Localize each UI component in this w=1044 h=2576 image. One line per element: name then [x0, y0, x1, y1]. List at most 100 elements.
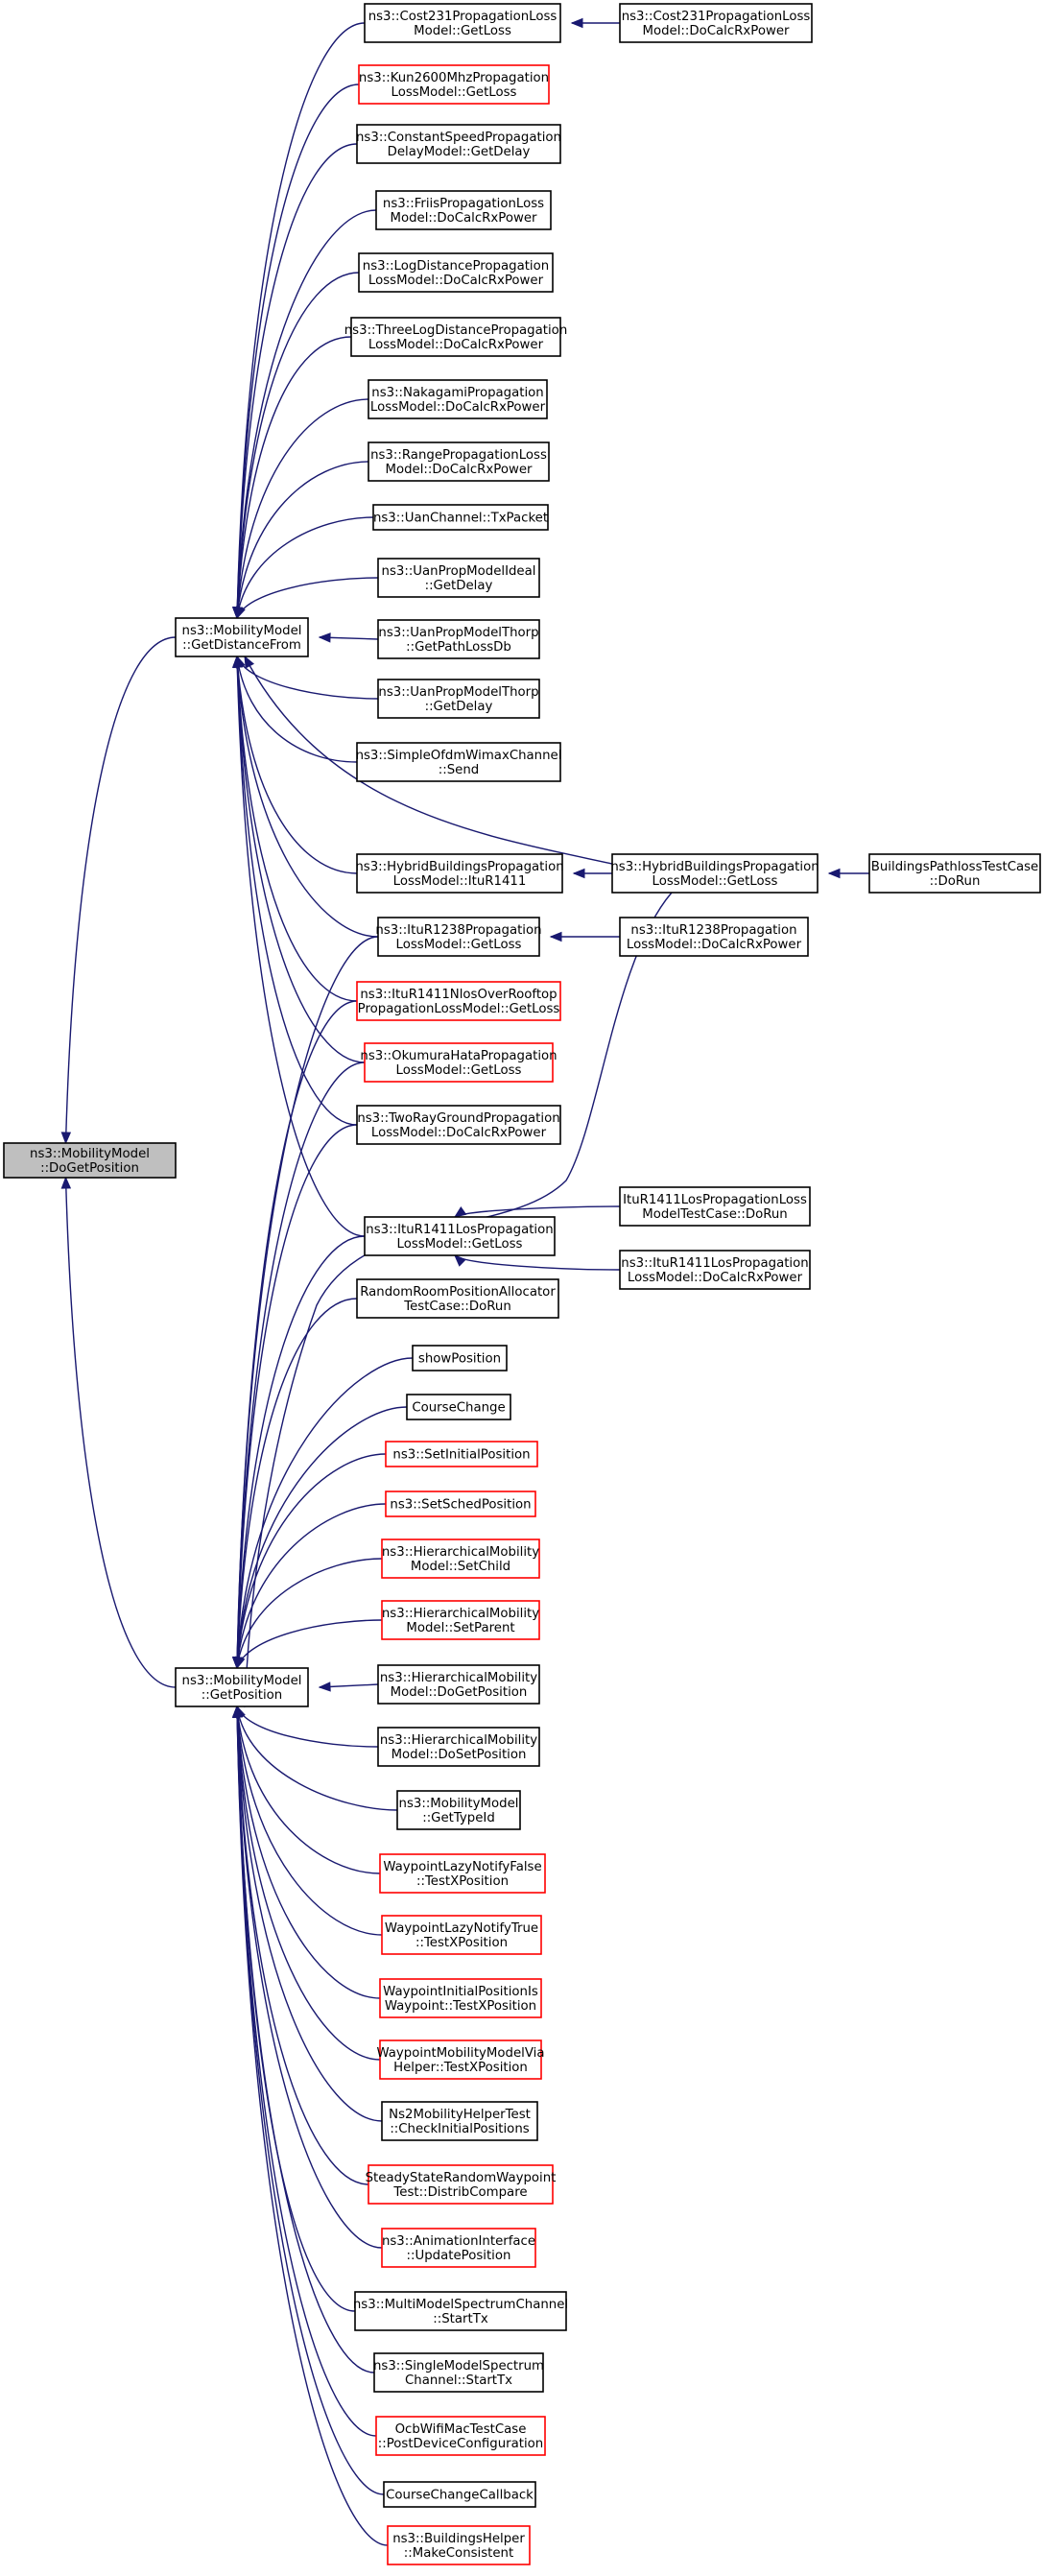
node-box[interactable] [356, 742, 561, 782]
function-node[interactable]: ns3::HierarchicalMobilityModel::SetParen… [381, 1600, 540, 1640]
node-box[interactable] [375, 2416, 546, 2456]
node-box[interactable] [385, 1491, 536, 1517]
node-box[interactable] [381, 2101, 538, 2141]
node-box[interactable] [356, 1278, 559, 1319]
node-box[interactable] [619, 1186, 811, 1227]
function-node[interactable]: ns3::SimpleOfdmWimaxChannel::Send [356, 742, 562, 782]
function-node[interactable]: ns3::MobilityModel::GetDistanceFrom [175, 617, 309, 657]
function-node[interactable]: ns3::SetSchedPosition [385, 1491, 536, 1517]
function-node[interactable]: ns3::BuildingsHelper::MakeConsistent [387, 2525, 531, 2565]
function-node[interactable]: ns3::MobilityModel::GetTypeId [396, 1790, 521, 1830]
node-box[interactable] [381, 1600, 540, 1640]
node-box[interactable] [350, 317, 561, 357]
node-box[interactable] [379, 1853, 546, 1894]
node-box[interactable] [377, 558, 540, 598]
function-node[interactable]: ns3::Cost231PropagationLossModel::GetLos… [364, 3, 561, 43]
node-box[interactable] [175, 1667, 309, 1707]
node-box[interactable] [412, 1345, 508, 1371]
function-node[interactable]: ns3::AnimationInterface::UpdatePosition [381, 2228, 536, 2268]
node-box[interactable] [356, 1105, 561, 1145]
function-node[interactable]: ns3::ItuR1238PropagationLossModel::GetLo… [375, 917, 542, 957]
node-box[interactable] [383, 2481, 536, 2508]
function-node[interactable]: ns3::HybridBuildingsPropagationLossModel… [355, 853, 564, 894]
node-box[interactable] [175, 617, 309, 657]
node-box[interactable] [368, 441, 550, 482]
node-box[interactable] [396, 1790, 521, 1830]
node-box[interactable] [3, 1142, 177, 1179]
node-box[interactable] [379, 1978, 542, 2018]
node-box[interactable] [381, 1538, 540, 1579]
function-node[interactable]: ns3::MobilityModel::DoGetPosition [3, 1142, 177, 1179]
function-node[interactable]: showPosition [412, 1345, 508, 1371]
function-node[interactable]: ns3::UanChannel::TxPacket [372, 504, 549, 531]
node-box[interactable] [868, 853, 1041, 894]
function-node[interactable]: ns3::MobilityModel::GetPosition [175, 1667, 309, 1707]
node-box[interactable] [611, 853, 819, 894]
function-node[interactable]: ns3::ItuR1411NlosOverRooftopPropagationL… [356, 981, 561, 1021]
node-box[interactable] [364, 1216, 556, 1256]
function-node[interactable]: ns3::LogDistancePropagationLossModel::Do… [358, 252, 554, 293]
function-node[interactable]: ns3::UanPropModelThorp::GetPathLossDb [377, 619, 540, 659]
node-box[interactable] [377, 1664, 540, 1705]
function-node[interactable]: ns3::FriisPropagationLossModel::DoCalcRx… [375, 190, 552, 230]
node-box[interactable] [368, 2164, 554, 2205]
node-box[interactable] [377, 1727, 540, 1767]
function-node[interactable]: ns3::HierarchicalMobilityModel::DoGetPos… [377, 1664, 540, 1705]
function-node[interactable]: Ns2MobilityHelperTest::CheckInitialPosit… [381, 2101, 538, 2141]
function-node[interactable]: ns3::SetInitialPosition [385, 1441, 538, 1467]
node-box[interactable] [373, 2352, 544, 2393]
node-box[interactable] [619, 917, 809, 957]
node-box[interactable] [387, 2525, 531, 2565]
function-node[interactable]: WaypointMobilityModelViaHelper::TestXPos… [376, 2039, 545, 2080]
function-node[interactable]: ns3::UanPropModelThorp::GetDelay [377, 679, 540, 719]
function-node[interactable]: ns3::ItuR1411LosPropagationLossModel::Do… [619, 1250, 811, 1290]
function-node[interactable]: WaypointLazyNotifyFalse::TestXPosition [379, 1853, 546, 1894]
node-box[interactable] [356, 981, 561, 1021]
node-box[interactable] [356, 124, 561, 164]
node-box[interactable] [372, 504, 549, 531]
node-box[interactable] [358, 252, 554, 293]
function-node[interactable]: CourseChange [406, 1394, 511, 1420]
function-node[interactable]: BuildingsPathlossTestCase::DoRun [868, 853, 1041, 894]
function-node[interactable]: ns3::ThreeLogDistancePropagationLossMode… [344, 317, 568, 357]
node-box[interactable] [377, 917, 540, 957]
function-node[interactable]: RandomRoomPositionAllocatorTestCase::DoR… [356, 1278, 559, 1319]
node-box[interactable] [379, 2039, 542, 2080]
node-box[interactable] [354, 2291, 567, 2331]
node-box[interactable] [619, 1250, 811, 1290]
function-node[interactable]: ns3::ItuR1411LosPropagationLossModel::Ge… [364, 1216, 556, 1256]
function-node[interactable]: ns3::NakagamiPropagationLossModel::DoCal… [368, 379, 548, 419]
node-box[interactable] [358, 64, 550, 105]
function-node[interactable]: ns3::HierarchicalMobilityModel::DoSetPos… [377, 1727, 540, 1767]
function-node[interactable]: ns3::ConstantSpeedPropagationDelayModel:… [356, 124, 561, 164]
function-node[interactable]: WaypointLazyNotifyTrue::TestXPosition [381, 1915, 542, 1955]
function-node[interactable]: CourseChangeCallback [383, 2481, 536, 2508]
node-box[interactable] [377, 679, 540, 719]
node-box[interactable] [381, 1915, 542, 1955]
function-node[interactable]: SteadyStateRandomWaypointTest::DistribCo… [366, 2164, 557, 2205]
function-node[interactable]: OcbWifiMacTestCase::PostDeviceConfigurat… [375, 2416, 546, 2456]
function-node[interactable]: ItuR1411LosPropagationLossModelTestCase:… [619, 1186, 811, 1227]
function-node[interactable]: ns3::TwoRayGroundPropagationLossModel::D… [356, 1105, 561, 1145]
function-node[interactable]: WaypointInitialPositionIsWaypoint::TestX… [379, 1978, 542, 2018]
node-box[interactable] [406, 1394, 511, 1420]
function-node[interactable]: ns3::MultiModelSpectrumChannel::StartTx [353, 2291, 568, 2331]
node-box[interactable] [364, 1042, 554, 1083]
node-box[interactable] [619, 3, 813, 43]
node-box[interactable] [356, 853, 563, 894]
node-box[interactable] [385, 1441, 538, 1467]
function-node[interactable]: ns3::UanPropModelIdeal::GetDelay [377, 558, 540, 598]
node-box[interactable] [375, 190, 552, 230]
node-box[interactable] [368, 379, 548, 419]
node-box[interactable] [381, 2228, 536, 2268]
function-node[interactable]: ns3::Kun2600MhzPropagationLossModel::Get… [358, 64, 550, 105]
node-box[interactable] [377, 619, 540, 659]
node-box[interactable] [364, 3, 561, 43]
function-node[interactable]: ns3::HybridBuildingsPropagationLossModel… [610, 853, 819, 894]
function-node[interactable]: ns3::RangePropagationLossModel::DoCalcRx… [368, 441, 550, 482]
function-node[interactable]: ns3::Cost231PropagationLossModel::DoCalc… [619, 3, 813, 43]
function-node[interactable]: ns3::ItuR1238PropagationLossModel::DoCal… [619, 917, 809, 957]
function-node[interactable]: ns3::OkumuraHataPropagationLossModel::Ge… [360, 1042, 558, 1083]
